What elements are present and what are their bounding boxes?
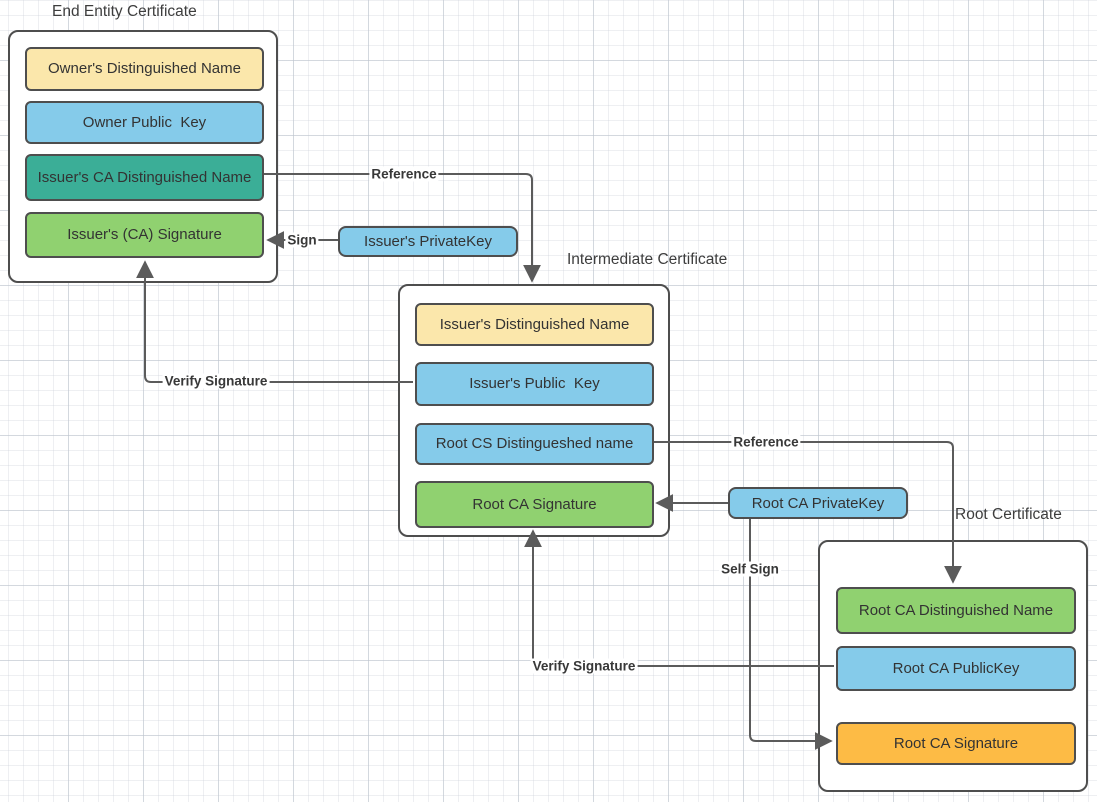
reference-label-2: Reference [731, 434, 801, 450]
field-issuers-public-key[interactable]: Issuer's Public Key [415, 362, 654, 406]
key-label: Root CA PrivateKey [751, 494, 885, 512]
verify-signature-connector-intermediate-to-end[interactable] [136, 260, 413, 383]
field-label: Owner's Distinguished Name [48, 60, 241, 78]
end-entity-certificate-container[interactable]: Owner's Distinguished Name Owner Public … [8, 30, 278, 283]
intermediate-certificate-title: Intermediate Certificate [567, 251, 728, 268]
root-certificate-title: Root Certificate [955, 506, 1062, 523]
field-label: Root CA Signature [472, 495, 597, 513]
self-sign-connector[interactable] [749, 519, 833, 750]
reference-connector-intermediate-to-root[interactable] [654, 441, 962, 584]
end-entity-certificate-title: End Entity Certificate [52, 3, 197, 20]
reference-label-1: Reference [369, 166, 439, 182]
field-label: Root CA Signature [893, 734, 1019, 752]
reference-connector-end-to-intermediate[interactable] [264, 173, 541, 283]
verify-signature-connector-root-to-intermediate[interactable] [524, 529, 834, 667]
field-label: Issuer's CA Distinguished Name [37, 168, 252, 186]
issuers-privatekey-box[interactable]: Issuer's PrivateKey [338, 226, 518, 257]
field-label: Owner Public Key [82, 113, 207, 131]
field-label: Root CA PublicKey [892, 659, 1020, 677]
root-ca-privatekey-box[interactable]: Root CA PrivateKey [728, 487, 908, 519]
field-root-cs-distingueshed-name[interactable]: Root CS Distingueshed name [415, 423, 654, 465]
field-root-ca-publickey[interactable]: Root CA PublicKey [836, 646, 1076, 691]
intermediate-certificate-container[interactable]: Issuer's Distinguished Name Issuer's Pub… [398, 284, 670, 537]
field-owners-distinguished-name[interactable]: Owner's Distinguished Name [25, 47, 264, 91]
verify-signature-label-1: Verify Signature [162, 373, 270, 389]
field-issuers-ca-signature[interactable]: Issuer's (CA) Signature [25, 212, 264, 258]
field-issuers-ca-distinguished-name[interactable]: Issuer's CA Distinguished Name [25, 154, 264, 201]
field-root-ca-signature-intermediate[interactable]: Root CA Signature [415, 481, 654, 528]
field-label: Issuer's Public Key [469, 375, 600, 393]
self-sign-label: Self Sign [719, 561, 781, 577]
field-owner-public-key[interactable]: Owner Public Key [25, 101, 264, 144]
field-root-ca-signature-root[interactable]: Root CA Signature [836, 722, 1076, 765]
field-root-ca-distinguished-name[interactable]: Root CA Distinguished Name [836, 587, 1076, 634]
sign-label: Sign [285, 232, 319, 248]
field-label: Root CS Distingueshed name [435, 435, 634, 453]
field-issuers-distinguished-name[interactable]: Issuer's Distinguished Name [415, 303, 654, 346]
field-label: Issuer's (CA) Signature [67, 226, 222, 244]
field-label: Issuer's Distinguished Name [439, 315, 630, 333]
verify-signature-label-2: Verify Signature [530, 658, 638, 674]
key-label: Issuer's PrivateKey [364, 233, 492, 250]
field-label: Root CA Distinguished Name [858, 601, 1054, 619]
